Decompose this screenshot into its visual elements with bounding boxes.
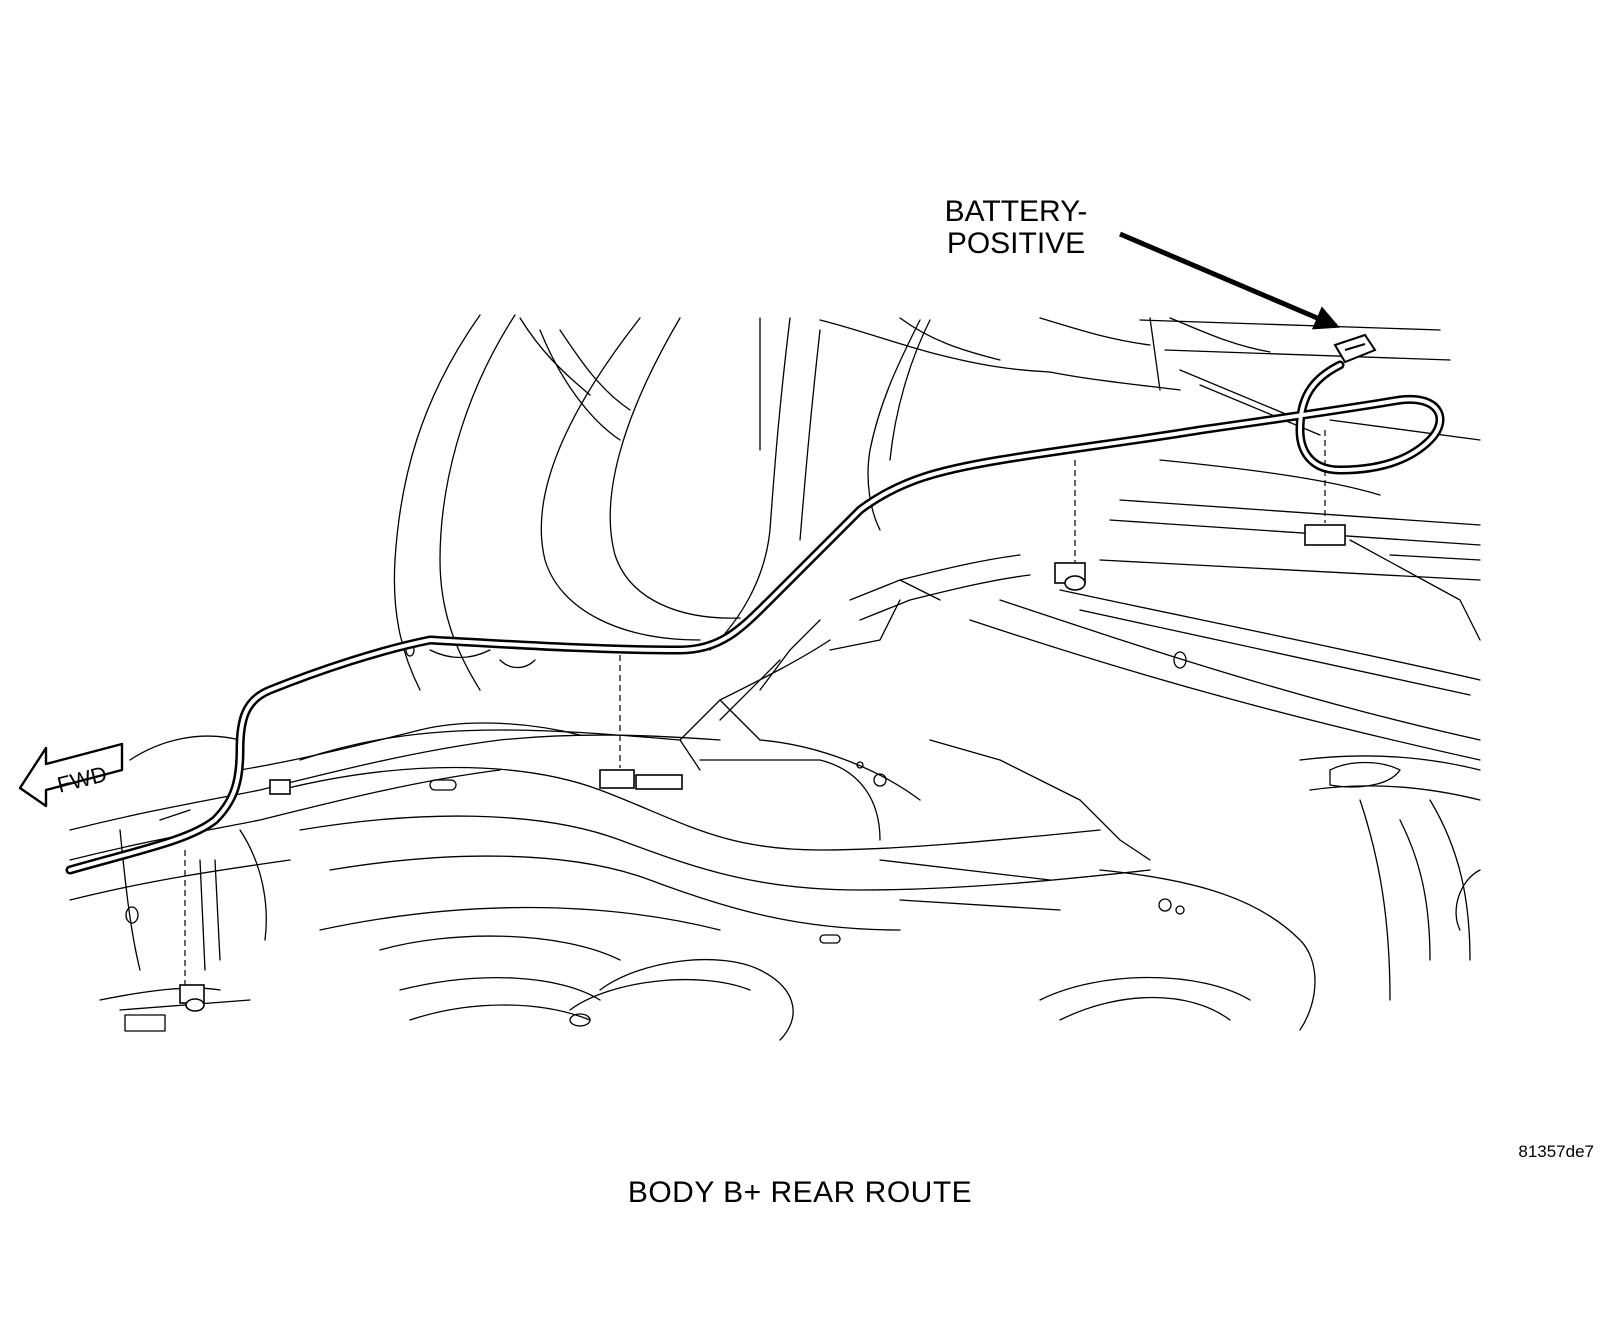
callout-line-2: POSITIVE [946, 227, 1086, 260]
forward-direction-arrow-icon: FWD [18, 742, 124, 808]
figure-id: 81357de7 [1518, 1142, 1594, 1161]
callout-leader-arrow-icon [1119, 231, 1340, 330]
battery-positive-cable [65, 360, 1445, 875]
battery-terminal [1333, 333, 1377, 364]
battery-positive-callout: BATTERY- POSITIVE [936, 196, 1096, 260]
body-structure [69, 314, 1481, 1041]
cable-retainer-clips [179, 524, 1346, 1012]
callout-line-1: BATTERY- [944, 195, 1088, 228]
clip-leader-lines [184, 430, 1326, 985]
figure-caption: BODY B+ REAR ROUTE [627, 1176, 973, 1209]
